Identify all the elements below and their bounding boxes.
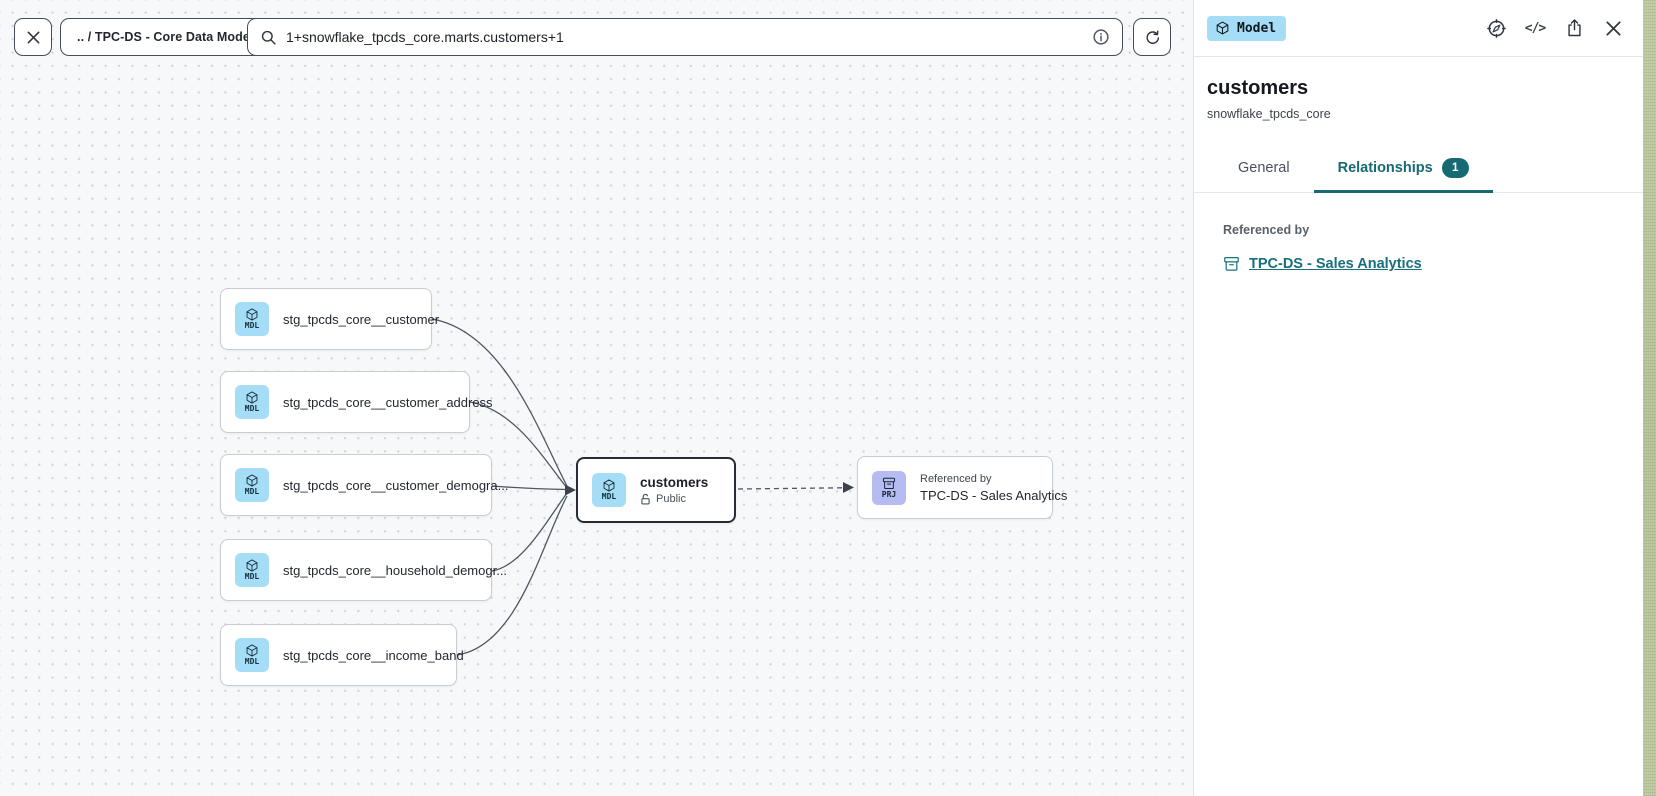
cube-icon: [246, 308, 258, 321]
lineage-search: [247, 18, 1123, 56]
model-node-icon: MDL: [592, 473, 626, 507]
search-input[interactable]: [286, 29, 1083, 45]
node-kicker: Referenced by: [920, 472, 992, 485]
node-visibility: Public: [640, 493, 708, 505]
model-node-icon: MDL: [235, 468, 269, 502]
explore-button[interactable]: [1485, 17, 1507, 39]
lineage-node-referenced-project[interactable]: PRJ Referenced by TPC-DS - Sales Analyti…: [857, 456, 1067, 519]
archive-box-icon: [882, 477, 896, 489]
lineage-node-stg-tpcds-core-customer-address[interactable]: MDL stg_tpcds_core__customer_address: [220, 371, 493, 433]
node-type-label: PRJ: [881, 489, 897, 499]
panel-tabs: General Relationships 1: [1194, 145, 1643, 193]
tab-general[interactable]: General: [1238, 160, 1290, 176]
panel-header-actions: </>: [1485, 17, 1624, 39]
cube-icon: [246, 644, 258, 657]
node-type-label: MDL: [244, 657, 260, 666]
cube-icon: [1216, 21, 1229, 35]
desktop-wallpaper-edge: [1643, 0, 1656, 796]
project-node-icon: PRJ: [872, 470, 906, 505]
close-panel-button[interactable]: [1602, 17, 1624, 39]
page-title: customers: [1207, 77, 1309, 99]
search-icon: [261, 30, 276, 45]
node-type-label: MDL: [244, 404, 260, 413]
referenced-by-heading: Referenced by: [1223, 223, 1310, 237]
lineage-node-customers-selected[interactable]: MDL customers Public: [576, 457, 736, 523]
details-panel: Model </> customers snowflake_tpcds_core…: [1193, 0, 1643, 796]
node-label: stg_tpcds_core__income_band: [283, 647, 464, 663]
model-type-badge: Model: [1207, 15, 1287, 41]
node-type-label: MDL: [244, 487, 260, 496]
close-icon: [1605, 20, 1621, 36]
panel-title-block: customers snowflake_tpcds_core: [1194, 57, 1643, 121]
cube-icon: [603, 479, 615, 492]
lineage-edges: [431, 318, 854, 656]
model-node-icon: MDL: [235, 385, 269, 419]
cube-icon: [246, 559, 258, 572]
node-label: stg_tpcds_core__customer: [283, 311, 440, 327]
lineage-node-stg-tpcds-core-household-demographics[interactable]: MDL stg_tpcds_core__household_demogr...: [220, 539, 507, 601]
lock-open-icon: [641, 493, 650, 505]
lineage-node-stg-tpcds-core-income-band[interactable]: MDL stg_tpcds_core__income_band: [220, 624, 464, 686]
archive-box-icon: [1224, 257, 1239, 271]
node-label: stg_tpcds_core__customer_address: [283, 394, 493, 410]
lineage-node-stg-tpcds-core-customer[interactable]: MDL stg_tpcds_core__customer: [220, 288, 439, 350]
refresh-lineage-button[interactable]: [1133, 18, 1171, 56]
code-icon: </>: [1524, 20, 1547, 36]
close-icon: [27, 31, 39, 43]
panel-header: Model </>: [1194, 0, 1643, 57]
info-icon[interactable]: [1092, 28, 1110, 46]
breadcrumb[interactable]: .. / TPC-DS - Core Data Models: [60, 18, 278, 56]
node-type-label: MDL: [244, 572, 260, 581]
relationships-tab-content: Referenced by TPC-DS - Sales Analytics: [1194, 193, 1643, 277]
node-type-label: MDL: [601, 492, 617, 501]
refresh-icon: [1145, 29, 1159, 44]
model-node-icon: MDL: [235, 553, 269, 587]
tab-relationships[interactable]: Relationships 1: [1313, 145, 1493, 193]
relationships-count-badge: 1: [1441, 158, 1469, 178]
node-label: stg_tpcds_core__customer_demogra...: [283, 477, 509, 493]
model-node-icon: MDL: [235, 302, 269, 336]
close-lineage-button[interactable]: [14, 18, 52, 56]
cube-icon: [246, 474, 258, 487]
referenced-by-project-link[interactable]: TPC-DS - Sales Analytics: [1223, 256, 1422, 272]
view-code-button[interactable]: </>: [1524, 17, 1547, 39]
model-node-icon: MDL: [235, 638, 269, 672]
compass-icon: [1486, 18, 1506, 38]
node-label: stg_tpcds_core__household_demogr...: [283, 562, 508, 578]
share-button[interactable]: [1563, 17, 1585, 39]
share-icon: [1567, 19, 1581, 37]
node-label: TPC-DS - Sales Analytics: [920, 487, 1068, 503]
node-type-label: MDL: [244, 321, 260, 330]
lineage-node-stg-tpcds-core-customer-demographics[interactable]: MDL stg_tpcds_core__customer_demogra...: [220, 454, 508, 516]
page-subtitle: snowflake_tpcds_core: [1207, 107, 1331, 121]
node-title: customers: [640, 475, 709, 490]
cube-icon: [246, 391, 258, 404]
lineage-canvas[interactable]: MDL stg_tpcds_core__customer MDL stg_tpc…: [0, 0, 1193, 796]
